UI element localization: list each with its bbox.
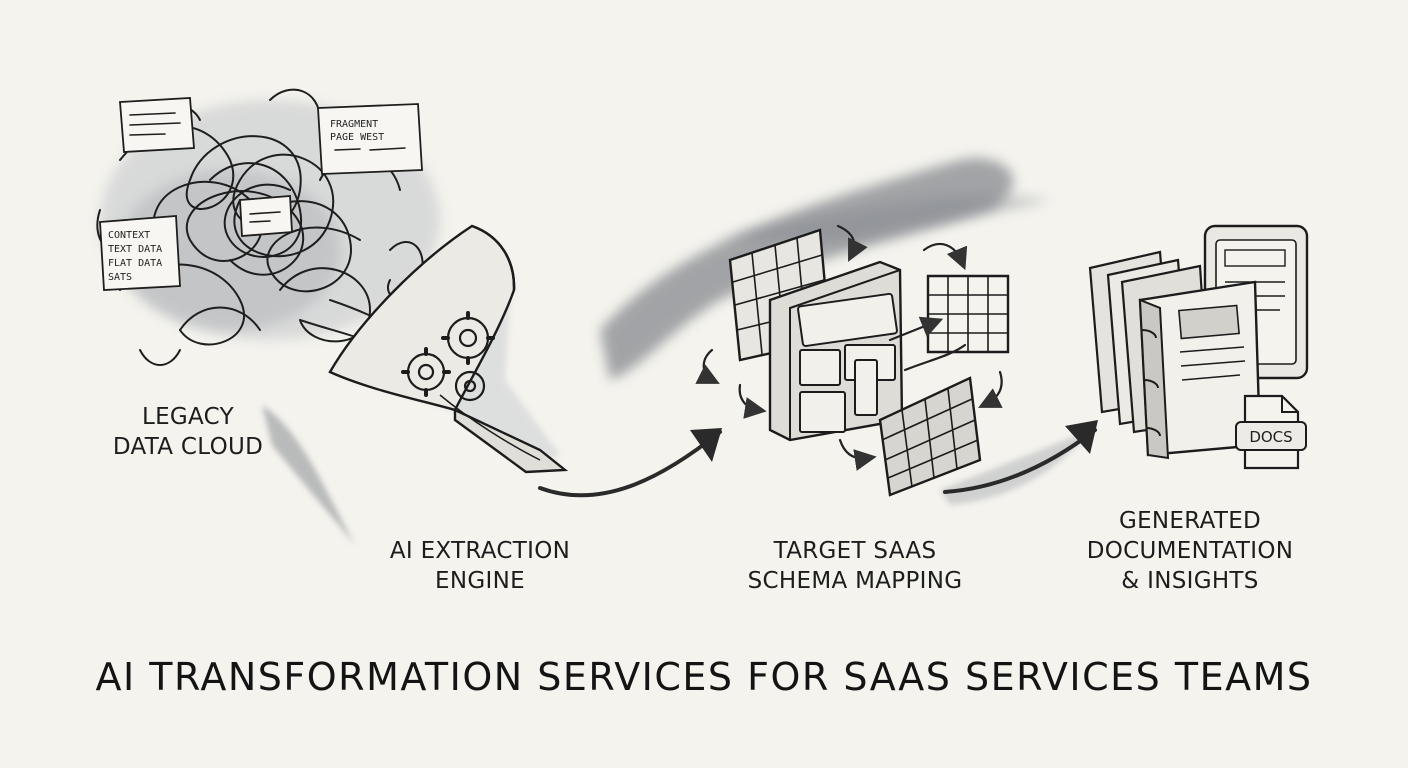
cloud-note-1: FRAGMENT: [330, 119, 378, 130]
cloud-note-6: SATS: [108, 272, 132, 283]
cloud-note-2: PAGE WEST: [330, 132, 384, 143]
page-title: AI TRANSFORMATION SERVICES FOR SAAS SERV…: [95, 655, 1313, 699]
legacy-data-cloud: FRAGMENT PAGE WEST CONTEXT TEXT DATA FLA…: [96, 88, 440, 366]
stage-label-line: DATA CLOUD: [112, 434, 264, 460]
schema-grid-icon: [695, 224, 1010, 497]
stage-label-schema: TARGET SAAS SCHEMA MAPPING: [725, 536, 985, 596]
stage-label-line: & INSIGHTS: [1121, 568, 1259, 594]
stage-label-engine: AI EXTRACTION ENGINE: [370, 536, 590, 596]
gear-icon: [401, 311, 495, 402]
stage-label-line: AI EXTRACTION: [389, 538, 571, 564]
cloud-note-5: FLAT DATA: [108, 258, 162, 269]
flow-arrow-1: [538, 428, 722, 498]
stage-label-line: TARGET SAAS: [773, 538, 937, 564]
stage-label-line: GENERATED: [1118, 508, 1262, 534]
documents-icon: DOCS: [1088, 224, 1309, 470]
stage-label-legacy: LEGACY DATA CLOUD: [98, 402, 278, 462]
stage-label-docs: GENERATED DOCUMENTATION & INSIGHTS: [1070, 506, 1310, 596]
stage-label-line: DOCUMENTATION: [1086, 538, 1294, 564]
cloud-note-4: TEXT DATA: [108, 244, 162, 255]
stage-label-line: ENGINE: [435, 568, 525, 594]
cloud-note-3: CONTEXT: [108, 230, 150, 241]
flow-arrow-2: [943, 420, 1098, 494]
stage-label-line: SCHEMA MAPPING: [747, 568, 963, 594]
stage-label-line: LEGACY: [141, 404, 234, 430]
docs-badge: DOCS: [1249, 428, 1292, 446]
